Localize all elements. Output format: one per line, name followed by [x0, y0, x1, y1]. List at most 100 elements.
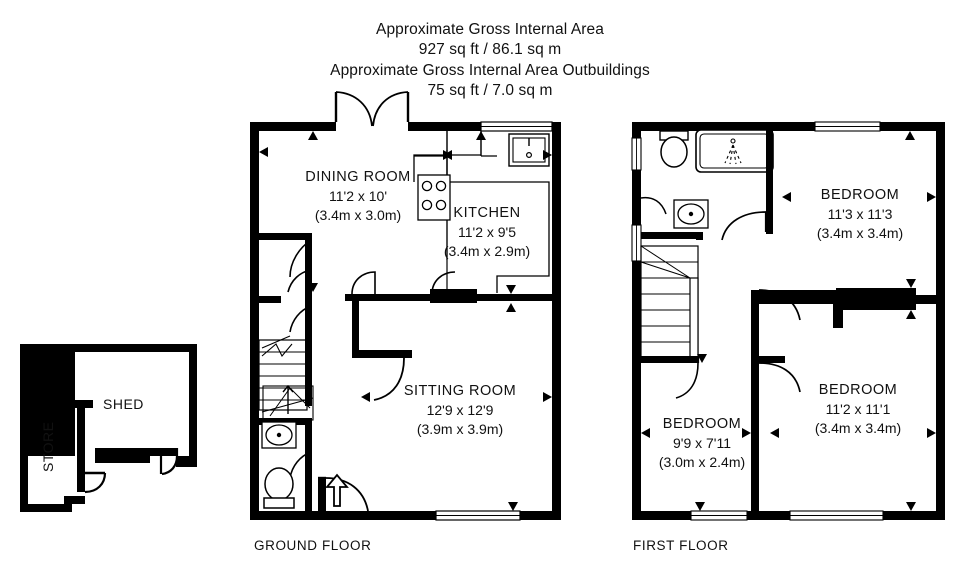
- ff-wall-bath-corner: [696, 232, 703, 240]
- gf-sink-drain: [525, 152, 532, 159]
- gross-internal-area-value: 927 sq ft / 86.1 sq m: [418, 41, 562, 58]
- gf-wall-sitting-left-upper: [352, 294, 359, 358]
- gf-stair-body: [258, 339, 308, 411]
- shed-wall-right: [189, 344, 197, 456]
- gf-entrance-door-swing: [325, 477, 369, 512]
- ff-wall-bottom-a: [632, 511, 691, 520]
- gf-staircase: [258, 335, 314, 421]
- first-floor-plan: [631, 121, 945, 521]
- ff-dim-arrow-b1l: [782, 192, 791, 202]
- gf-wall-hall-top: [259, 233, 311, 240]
- gf-kitchen-counter-edge: [480, 131, 497, 157]
- gf-wall-left: [250, 122, 259, 520]
- ff-shower-head: [730, 138, 736, 144]
- gf-frenchdoor-swing-left: [335, 91, 373, 127]
- gf-entrance-arrow: [325, 473, 349, 507]
- ff-door-bathroom-swing: [721, 211, 767, 241]
- store-wall-bottom-step: [64, 496, 85, 504]
- gf-kitchen-units-outline: [447, 181, 550, 293]
- ff-staircase: [640, 245, 699, 359]
- ff-basin-drain: [688, 211, 694, 217]
- ff-door-bedroom2b-swing: [758, 362, 801, 393]
- gf-basin-drain: [276, 432, 282, 438]
- gf-sink: [508, 133, 550, 167]
- shed-wall-top: [20, 344, 197, 352]
- gf-door-kitchen-hall: [431, 271, 456, 295]
- shed-door-swing: [161, 448, 179, 476]
- gf-dim-arrow-l1: [259, 147, 268, 157]
- gf-dim-arrow-k2: [443, 150, 452, 160]
- ff-dim-arrow-b2t: [906, 310, 916, 319]
- ff-wall-bottom-b: [747, 511, 790, 520]
- ground-floor-plan: [250, 91, 561, 521]
- gf-hob-burner-2: [435, 180, 447, 192]
- ff-dim-arrow-b1r: [927, 192, 936, 202]
- ff-wall-bath-bottom: [641, 232, 702, 239]
- gf-dim-arrow-s1: [361, 392, 370, 402]
- ff-wall-bath-right: [766, 172, 773, 234]
- ff-door-bedroom3-swing: [675, 362, 699, 399]
- gf-hob: [417, 174, 451, 221]
- gf-hob-burner-1: [421, 180, 433, 192]
- gf-toilet-bowl: [264, 467, 294, 501]
- gf-stair-up-arrow: [282, 384, 294, 414]
- ff-wall-right: [936, 122, 945, 520]
- shed-walls: [20, 344, 197, 467]
- ff-dim-arrow-b3t: [697, 354, 707, 363]
- gf-wall-mid-horiz-a: [345, 294, 430, 301]
- gf-dimension-markers: [259, 131, 552, 511]
- ff-wall-center-upper: [751, 290, 759, 360]
- room-label-sitting-room: SITTING ROOM 12'9 x 12'9 (3.9m x 3.9m): [403, 383, 517, 437]
- gf-dim-arrow-b3: [506, 303, 516, 312]
- gf-dim-arrow-r1: [543, 150, 552, 160]
- gf-wall-top-left: [250, 122, 332, 131]
- ff-dim-arrow-b1t: [905, 131, 915, 140]
- gf-frenchdoor-leaves: [334, 92, 410, 122]
- ff-wall-top-left: [632, 122, 815, 131]
- gf-stair-break-b: [261, 343, 293, 357]
- floor-title-ground: GROUND FLOOR: [254, 538, 372, 553]
- gf-dim-arrow-s2: [543, 392, 552, 402]
- ff-wall-top-right: [880, 122, 945, 131]
- gf-door-hall-lower-swing: [289, 305, 312, 333]
- gf-wall-hall-right-upper: [305, 233, 312, 295]
- gross-internal-area-title: Approximate Gross Internal Area: [376, 21, 604, 38]
- gf-stair-winder-line2: [261, 397, 314, 413]
- ff-dim-arrow-b3l: [641, 428, 650, 438]
- gf-frenchdoor-swing-right: [372, 91, 409, 127]
- gf-wall-sitting-left-lower: [318, 478, 326, 520]
- shed-wall-bottom: [95, 448, 177, 456]
- store-corner: [85, 400, 93, 408]
- ff-wash-basin: [673, 199, 709, 229]
- gf-stair-winder-lines: [269, 387, 311, 417]
- ff-dim-arrow-b2l: [770, 428, 779, 438]
- ff-dim-arrow-b1b: [906, 279, 916, 288]
- gf-dim-arrow-t2: [476, 131, 486, 140]
- ff-dimension-markers: [641, 131, 936, 511]
- room-label-bedroom-2: BEDROOM 11'2 x 11'1 (3.4m x 3.4m): [814, 382, 902, 436]
- gf-door-hall-upper-swing: [289, 239, 312, 278]
- ff-dim-arrow-b2b: [906, 502, 916, 511]
- store-wall-right: [77, 400, 85, 492]
- ff-door-landing-swing: [640, 196, 667, 215]
- gf-wall-right: [552, 122, 561, 520]
- gf-wall-top-mid: [412, 122, 481, 131]
- gf-frenchdoor-jamb-right: [408, 122, 412, 131]
- ff-dim-arrow-b2r: [927, 428, 936, 438]
- gf-wash-basin: [261, 421, 297, 449]
- gf-wall-sitting-left-jog: [352, 350, 412, 358]
- outbuildings-area-title: Approximate Gross Internal Area Outbuild…: [330, 62, 650, 79]
- gf-wall-mid-horiz-b: [477, 294, 561, 301]
- ff-wall-bath-right-upper: [766, 122, 773, 174]
- gf-hob-burner-3: [421, 199, 433, 211]
- floor-title-first: FIRST FLOOR: [633, 538, 729, 553]
- room-label-shed: SHED: [103, 396, 144, 412]
- gf-frenchdoor-jamb-left: [332, 122, 336, 131]
- outbuildings-area-value: 75 sq ft / 7.0 sq m: [427, 82, 553, 99]
- ff-wall-landing-lower: [759, 356, 785, 363]
- ff-stair-handrail: [689, 277, 699, 359]
- ff-dim-arrow-b3r: [742, 428, 751, 438]
- gf-wall-hall-sep: [259, 296, 281, 303]
- ff-wall-stair-bottom: [641, 356, 698, 363]
- gf-wall-wc-right-b: [305, 452, 312, 520]
